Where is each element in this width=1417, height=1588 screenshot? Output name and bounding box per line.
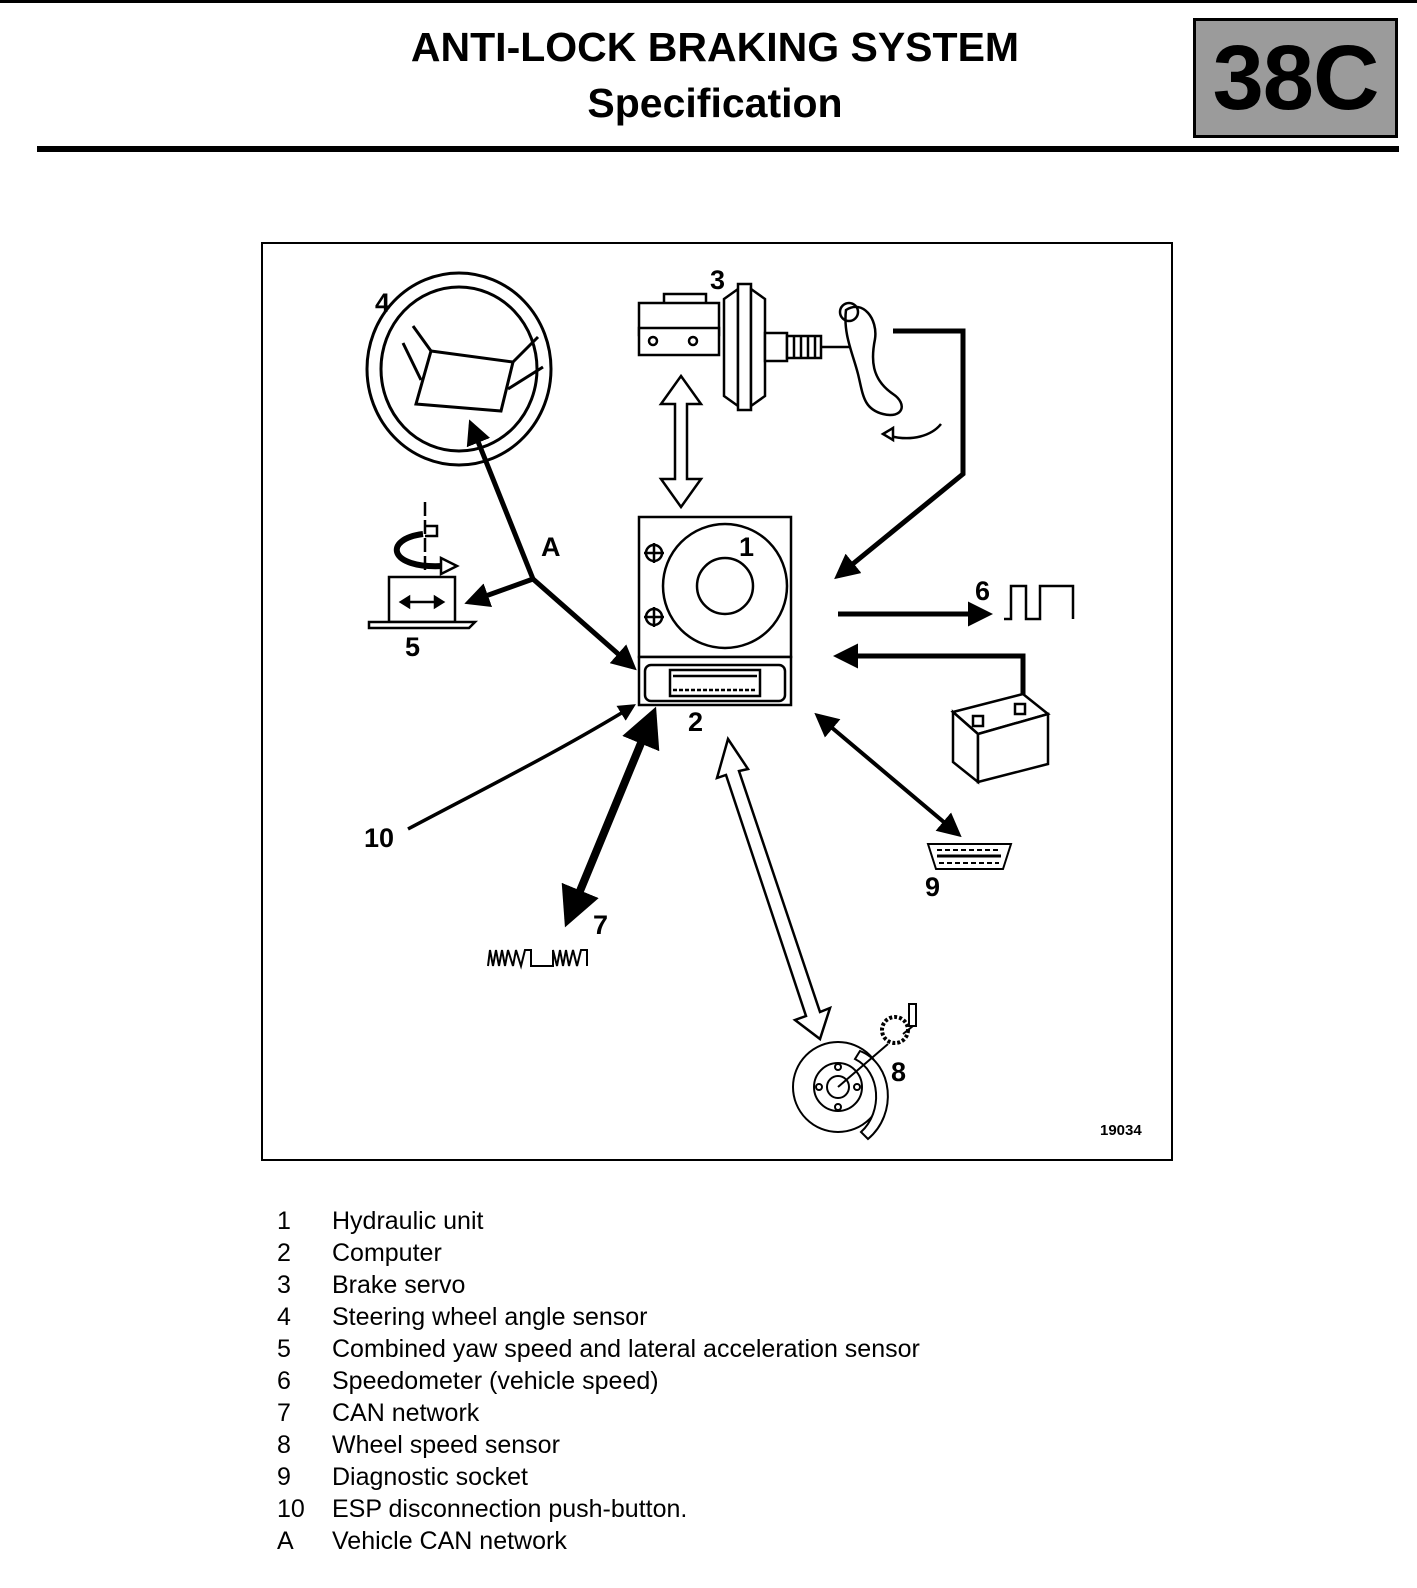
legend-label: CAN network	[332, 1398, 480, 1427]
legend-item: 2 Computer	[277, 1237, 920, 1269]
battery-supply-arrow	[833, 643, 1026, 696]
legend-key: 10	[277, 1494, 305, 1523]
legend-label: Vehicle CAN network	[332, 1526, 567, 1555]
legend-key: A	[277, 1526, 294, 1555]
component-legend: 1 Hydraulic unit 2 Computer 3 Brake servo 4…	[277, 1205, 920, 1557]
square-wave-signal-icon	[1004, 584, 1075, 621]
legend-label: Steering wheel angle sensor	[332, 1302, 648, 1331]
esp-button-signal-arrow	[407, 704, 636, 831]
hydraulic-link-arrow	[658, 373, 704, 510]
callout-6: 6	[975, 576, 990, 606]
diagnostic-socket-icon	[926, 843, 1013, 870]
header-rule	[37, 146, 1399, 152]
legend-item: 5 Combined yaw speed and lateral accelera…	[277, 1333, 920, 1365]
legend-key: 7	[277, 1398, 291, 1427]
legend-item: 7 CAN network	[277, 1397, 920, 1429]
legend-key: 8	[277, 1430, 291, 1459]
legend-item: 8 Wheel speed sensor	[277, 1429, 920, 1461]
legend-label: Speedometer (vehicle speed)	[332, 1366, 659, 1395]
callout-3: 3	[710, 265, 725, 295]
brake-servo-pedal-icon	[637, 282, 942, 443]
abs-system-diagram: 4 3	[261, 242, 1173, 1161]
legend-label: Wheel speed sensor	[332, 1430, 560, 1459]
legend-key: 4	[277, 1302, 291, 1331]
vehicle-can-network-arrows	[464, 419, 637, 671]
top-rule	[0, 0, 1417, 3]
legend-label: Brake servo	[332, 1270, 466, 1299]
section-code-badge: 38C	[1193, 18, 1398, 138]
callout-10: 10	[364, 823, 394, 853]
callout-A: A	[541, 532, 561, 562]
can-signal-icon	[487, 949, 588, 970]
legend-key: 3	[277, 1270, 291, 1299]
legend-item: 4 Steering wheel angle sensor	[277, 1301, 920, 1333]
computer-connector-icon	[637, 655, 793, 707]
can-network-arrow	[561, 706, 660, 928]
callout-5: 5	[405, 632, 420, 662]
legend-label: Diagnostic socket	[332, 1462, 528, 1491]
callout-9: 9	[925, 872, 940, 902]
legend-label: Combined yaw speed and lateral accelerat…	[332, 1334, 920, 1363]
callout-4: 4	[375, 288, 390, 318]
callout-8: 8	[891, 1057, 906, 1087]
legend-item: 10 ESP disconnection push-button.	[277, 1493, 920, 1525]
legend-key: 5	[277, 1334, 291, 1363]
legend-key: 2	[277, 1238, 291, 1267]
legend-key: 9	[277, 1462, 291, 1491]
yaw-sensor-icon	[367, 502, 479, 630]
diagnostic-link-arrow	[814, 712, 962, 838]
legend-label: Computer	[332, 1238, 442, 1267]
page-subtitle: Specification	[587, 80, 843, 126]
legend-label: ESP disconnection push-button.	[332, 1494, 688, 1523]
legend-item: 1 Hydraulic unit	[277, 1205, 920, 1237]
wheel-speed-link-arrow	[715, 736, 833, 1042]
callout-7: 7	[593, 910, 608, 940]
wheel-speed-sensor-icon	[792, 1003, 917, 1141]
brake-switch-signal-arrow	[834, 328, 966, 580]
legend-key: 6	[277, 1366, 291, 1395]
legend-key: 1	[277, 1206, 291, 1235]
callout-1: 1	[739, 532, 754, 562]
battery-icon	[950, 692, 1051, 785]
steering-wheel-icon	[365, 271, 553, 467]
legend-item: 9 Diagnostic socket	[277, 1461, 920, 1493]
figure-reference-number: 19034	[1100, 1122, 1142, 1139]
page-title: ANTI-LOCK BRAKING SYSTEM	[410, 24, 1020, 70]
hydraulic-unit-icon	[637, 515, 793, 659]
callout-2: 2	[688, 707, 703, 737]
diagram-canvas: 4 3	[364, 265, 1142, 1141]
legend-label: Hydraulic unit	[332, 1206, 484, 1235]
legend-item: A Vehicle CAN network	[277, 1525, 920, 1557]
legend-item: 3 Brake servo	[277, 1269, 920, 1301]
legend-item: 6 Speedometer (vehicle speed)	[277, 1365, 920, 1397]
